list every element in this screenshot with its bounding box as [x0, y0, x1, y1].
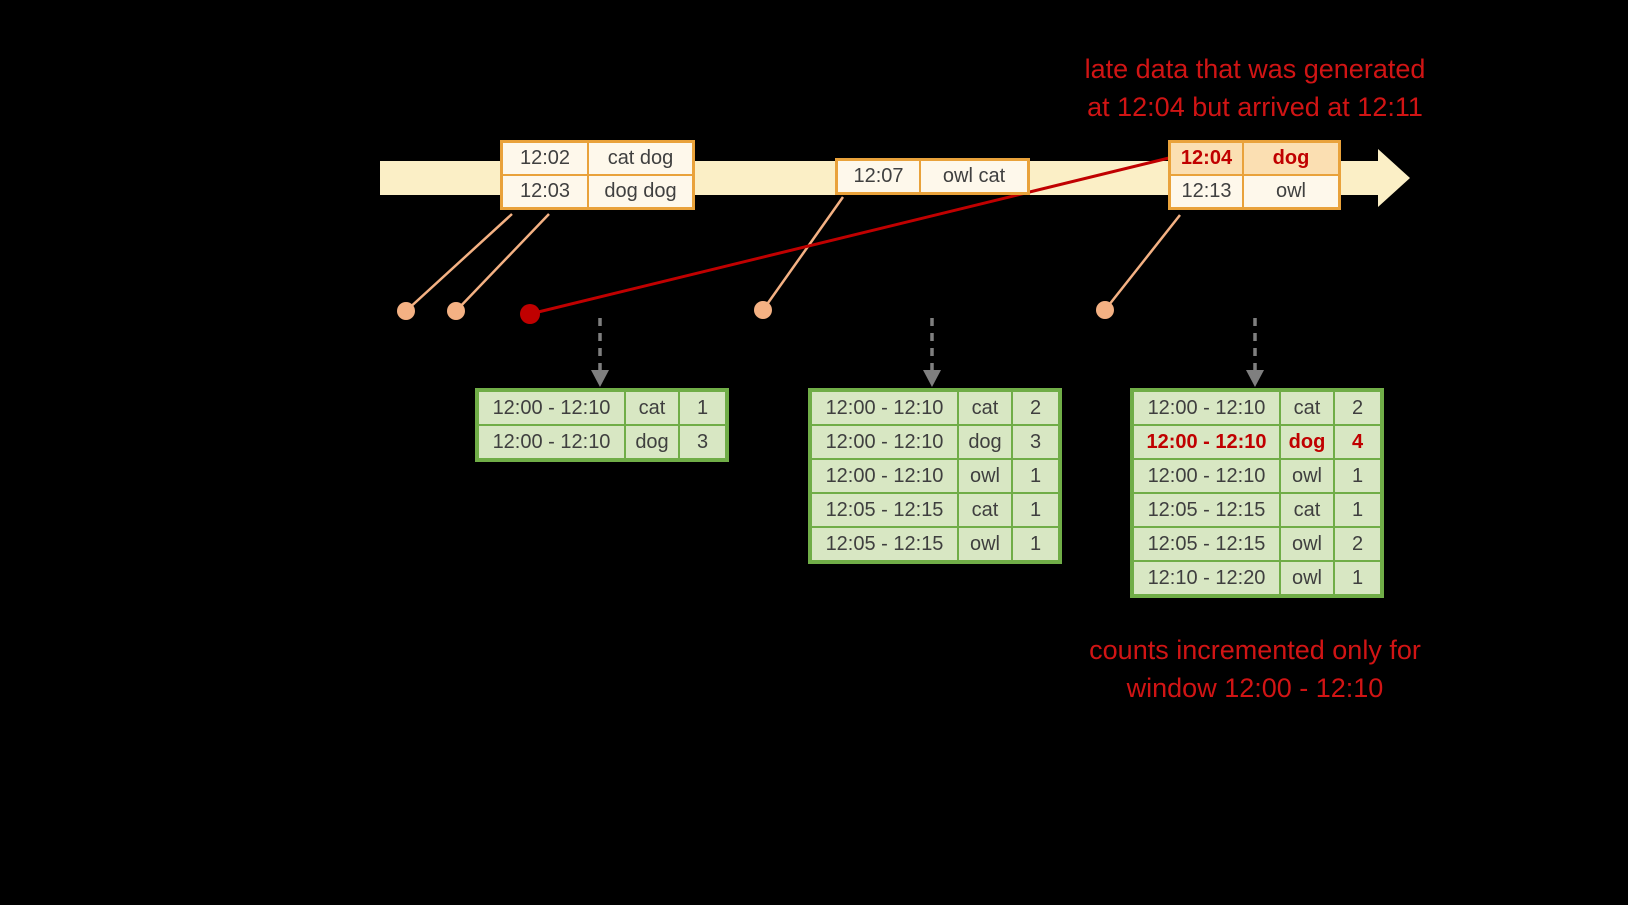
- event-words-cell: dog: [1243, 142, 1339, 175]
- count-cell: 1: [1012, 493, 1059, 527]
- word-cell: dog: [958, 425, 1012, 459]
- count-cell: 1: [1334, 459, 1381, 493]
- result-row: 12:05 - 12:15 owl 2: [1133, 527, 1381, 561]
- result-table-2: 12:00 - 12:10 cat 2 12:00 - 12:10 dog 3 …: [808, 388, 1062, 564]
- event-table-3: 12:04 dog 12:13 owl: [1168, 140, 1341, 210]
- window-cell: 12:05 - 12:15: [811, 493, 958, 527]
- window-cell: 12:05 - 12:15: [1133, 527, 1280, 561]
- result-row: 12:00 - 12:10 owl 1: [811, 459, 1059, 493]
- trigger-arrowhead-icon: [1246, 370, 1264, 387]
- late-event-dot: [520, 304, 540, 324]
- event-connector-line: [405, 213, 513, 312]
- timeline-arrowhead: [1378, 149, 1410, 207]
- count-cell: 3: [679, 425, 726, 459]
- event-connector-line: [455, 213, 550, 312]
- window-cell: 12:00 - 12:10: [811, 391, 958, 425]
- count-cell: 4: [1334, 425, 1381, 459]
- event-dot: [1096, 301, 1114, 319]
- event-row: 12:03 dog dog: [502, 175, 693, 208]
- count-cell: 1: [1334, 561, 1381, 595]
- result-row: 12:00 - 12:10 cat 1: [478, 391, 726, 425]
- event-time-cell: 12:03: [502, 175, 588, 208]
- event-connector-line: [1104, 214, 1181, 311]
- window-cell: 12:10 - 12:20: [1133, 561, 1280, 595]
- count-cell: 2: [1334, 391, 1381, 425]
- count-cell: 1: [1012, 459, 1059, 493]
- word-cell: owl: [958, 459, 1012, 493]
- result-row: 12:00 - 12:10 dog 3: [811, 425, 1059, 459]
- event-table-1: 12:02 cat dog 12:03 dog dog: [500, 140, 695, 210]
- result-row: 12:00 - 12:10 dog 3: [478, 425, 726, 459]
- late-data-annotation: late data that was generated at 12:04 bu…: [1020, 50, 1490, 126]
- counts-incremented-annotation: counts incremented only for window 12:00…: [1020, 631, 1490, 707]
- word-cell: owl: [1280, 561, 1334, 595]
- event-dot: [447, 302, 465, 320]
- window-cell: 12:00 - 12:10: [1133, 459, 1280, 493]
- count-cell: 1: [679, 391, 726, 425]
- annotation-line: late data that was generated: [1084, 54, 1426, 84]
- word-cell: dog: [1280, 425, 1334, 459]
- window-cell: 12:00 - 12:10: [1133, 391, 1280, 425]
- word-cell: dog: [625, 425, 679, 459]
- count-cell: 2: [1334, 527, 1381, 561]
- event-dot: [754, 301, 772, 319]
- window-cell: 12:00 - 12:10: [811, 425, 958, 459]
- result-row: 12:10 - 12:20 owl 1: [1133, 561, 1381, 595]
- window-cell: 12:00 - 12:10: [811, 459, 958, 493]
- count-cell: 1: [1334, 493, 1381, 527]
- word-cell: cat: [958, 391, 1012, 425]
- count-cell: 1: [1012, 527, 1059, 561]
- result-row-updated: 12:00 - 12:10 dog 4: [1133, 425, 1381, 459]
- result-row: 12:00 - 12:10 owl 1: [1133, 459, 1381, 493]
- event-words-cell: owl: [1243, 175, 1339, 208]
- word-cell: owl: [1280, 527, 1334, 561]
- word-cell: cat: [625, 391, 679, 425]
- result-row: 12:05 - 12:15 cat 1: [1133, 493, 1381, 527]
- word-cell: cat: [958, 493, 1012, 527]
- event-words-cell: cat dog: [588, 142, 693, 175]
- count-cell: 2: [1012, 391, 1059, 425]
- event-time-cell: 12:13: [1170, 175, 1243, 208]
- window-cell: 12:00 - 12:10: [478, 425, 625, 459]
- count-cell: 3: [1012, 425, 1059, 459]
- annotation-line: at 12:04 but arrived at 12:11: [1087, 92, 1423, 122]
- result-table-1: 12:00 - 12:10 cat 1 12:00 - 12:10 dog 3: [475, 388, 729, 462]
- result-row: 12:05 - 12:15 owl 1: [811, 527, 1059, 561]
- result-table-3: 12:00 - 12:10 cat 2 12:00 - 12:10 dog 4 …: [1130, 388, 1384, 598]
- event-words-cell: owl cat: [920, 160, 1028, 193]
- event-table-2: 12:07 owl cat: [835, 158, 1030, 195]
- window-cell: 12:00 - 12:10: [478, 391, 625, 425]
- annotation-line: window 12:00 - 12:10: [1126, 673, 1384, 703]
- annotation-line: counts incremented only for: [1089, 635, 1421, 665]
- event-time-cell: 12:02: [502, 142, 588, 175]
- event-time-cell: 12:07: [837, 160, 920, 193]
- word-cell: cat: [1280, 391, 1334, 425]
- window-cell: 12:05 - 12:15: [1133, 493, 1280, 527]
- word-cell: owl: [1280, 459, 1334, 493]
- word-cell: cat: [1280, 493, 1334, 527]
- event-row: 12:13 owl: [1170, 175, 1339, 208]
- event-dot: [397, 302, 415, 320]
- trigger-arrowhead-icon: [923, 370, 941, 387]
- word-cell: owl: [958, 527, 1012, 561]
- event-row-late: 12:04 dog: [1170, 142, 1339, 175]
- window-cell: 12:00 - 12:10: [1133, 425, 1280, 459]
- window-cell: 12:05 - 12:15: [811, 527, 958, 561]
- result-row: 12:05 - 12:15 cat 1: [811, 493, 1059, 527]
- event-words-cell: dog dog: [588, 175, 693, 208]
- event-row: 12:07 owl cat: [837, 160, 1028, 193]
- result-row: 12:00 - 12:10 cat 2: [1133, 391, 1381, 425]
- event-row: 12:02 cat dog: [502, 142, 693, 175]
- event-connector-line: [761, 196, 845, 311]
- event-time-cell: 12:04: [1170, 142, 1243, 175]
- trigger-arrowhead-icon: [591, 370, 609, 387]
- result-row: 12:00 - 12:10 cat 2: [811, 391, 1059, 425]
